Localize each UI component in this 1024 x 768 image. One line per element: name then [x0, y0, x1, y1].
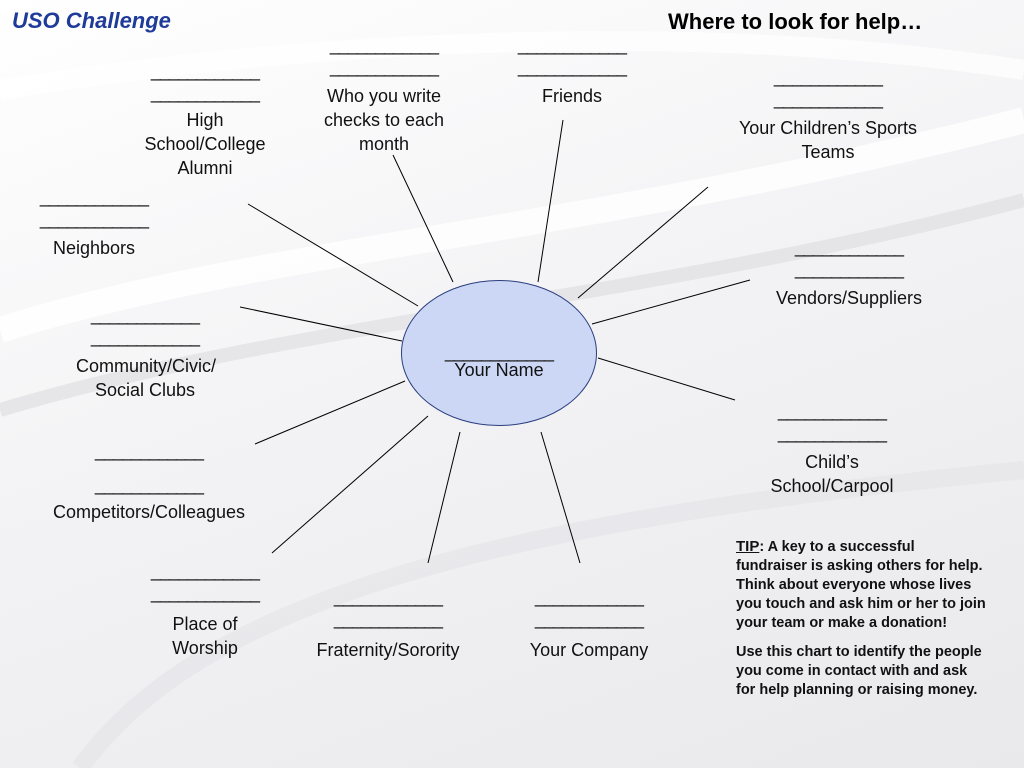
node-neighbors: ____________ ____________ Neighbors	[16, 186, 172, 260]
blank-line: ____________	[517, 57, 627, 77]
connector-vendors	[591, 279, 751, 325]
center-node-ellipse	[401, 280, 597, 426]
blank-line: ____________	[333, 609, 443, 629]
node-label: Your Company	[529, 640, 649, 660]
blank-line: ____________	[39, 187, 149, 207]
node-competitors: ____________ ____________ Competitors/Co…	[30, 440, 268, 524]
node-fraternity: ____________ ____________ Fraternity/Sor…	[298, 586, 478, 662]
connector-carpool	[597, 357, 736, 401]
tip-text-1: : A key to a successful fundraiser is as…	[736, 539, 986, 631]
blank-line: ____________	[94, 475, 204, 495]
center-node: ____________ Your Name	[401, 342, 597, 381]
node-label: Who you write checks to each month	[323, 86, 445, 154]
blank-line: ____________	[534, 609, 644, 629]
blank-line: ____________	[150, 583, 260, 603]
blank-line: ____________	[773, 67, 883, 87]
node-friends: ____________ ____________ Friends	[490, 34, 654, 108]
tip-paragraph-1: TIP: A key to a successful fundraiser is…	[736, 537, 986, 633]
node-checks: ____________ ____________ Who you write …	[300, 34, 468, 156]
node-label: Vendors/Suppliers	[775, 288, 923, 308]
node-sports: ____________ ____________ Your Children’…	[712, 66, 944, 164]
node-label: High School/College Alumni	[144, 110, 266, 178]
connector-competitors	[254, 380, 406, 445]
blank-line: ____________	[794, 237, 904, 257]
center-blank: ____________	[444, 342, 554, 362]
blank-line: ____________	[150, 83, 260, 103]
node-company: ____________ ____________ Your Company	[508, 586, 670, 662]
node-label: Neighbors	[52, 238, 136, 258]
node-label: Fraternity/Sorority	[316, 640, 460, 660]
node-label: Child’s School/Carpool	[770, 452, 894, 496]
node-label: Friends	[541, 86, 603, 106]
connector-sports	[577, 186, 709, 299]
connector-worship	[271, 415, 429, 554]
slide-subtitle: Where to look for help…	[668, 9, 923, 34]
blank-line: ____________	[773, 89, 883, 109]
blank-line: ____________	[150, 561, 260, 581]
node-vendors: ____________ ____________ Vendors/Suppli…	[752, 236, 946, 310]
node-alumni: ____________ ____________ High School/Co…	[122, 60, 288, 180]
connector-company	[540, 431, 581, 564]
node-worship: ____________ ____________ Place of Worsh…	[126, 560, 284, 660]
blank-line: ____________	[517, 35, 627, 55]
node-carpool: ____________ ____________ Child’s School…	[742, 400, 922, 498]
connector-friends	[537, 119, 564, 283]
connector-alumni	[247, 203, 419, 307]
slide-title: USO Challenge	[12, 8, 171, 33]
blank-line: ____________	[333, 587, 443, 607]
node-clubs: ____________ ____________ Community/Civi…	[48, 304, 242, 402]
blank-line: ____________	[329, 35, 439, 55]
tip-paragraph-2: Use this chart to identify the people yo…	[736, 644, 982, 698]
blank-line: ____________	[534, 587, 644, 607]
node-label: Competitors/Colleagues	[52, 502, 246, 522]
tip-box: TIP: A key to a successful fundraiser is…	[736, 537, 986, 710]
blank-line: ____________	[777, 401, 887, 421]
blank-line: ____________	[794, 259, 904, 279]
blank-line: ____________	[94, 441, 204, 461]
node-label: Place of Worship	[172, 614, 238, 658]
center-label: Your Name	[454, 360, 544, 380]
blank-line: ____________	[329, 57, 439, 77]
node-label: Community/Civic/ Social Clubs	[76, 356, 217, 400]
connector-checks	[392, 154, 454, 283]
connector-clubs	[239, 306, 403, 342]
blank-line: ____________	[90, 305, 200, 325]
blank-line: ____________	[777, 423, 887, 443]
blank-line: ____________	[39, 209, 149, 229]
blank-line: ____________	[150, 61, 260, 81]
blank-line: ____________	[90, 327, 200, 347]
connector-fraternity	[427, 431, 461, 564]
tip-heading: TIP	[736, 538, 760, 555]
node-label: Your Children’s Sports Teams	[738, 118, 918, 162]
